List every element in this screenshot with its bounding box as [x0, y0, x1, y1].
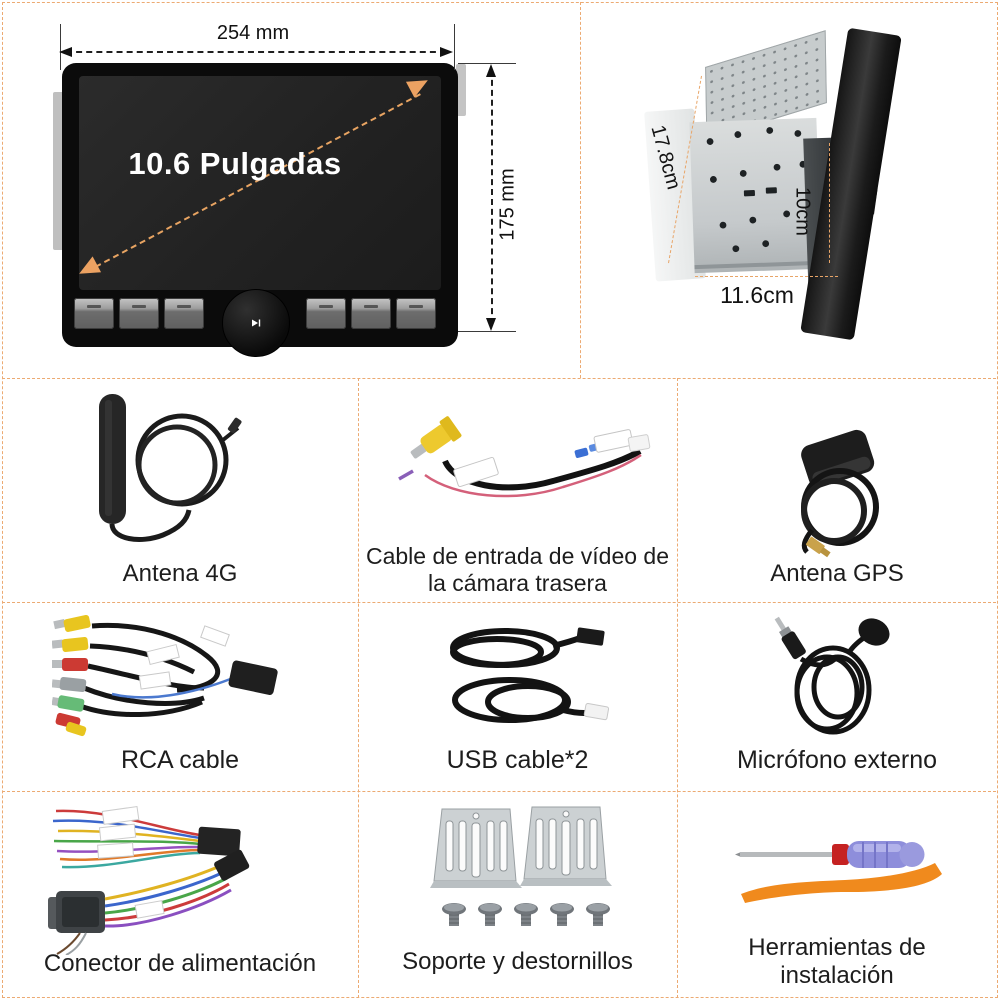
width-dimension-label: 254 mm — [216, 22, 290, 44]
accessory-label-antenna-4g: Antena 4G — [122, 560, 238, 587]
height-dimension-label: 175 mm — [496, 168, 519, 241]
height-dimension-line — [491, 70, 493, 324]
chassis-height-dimension-label: 10cm — [791, 187, 814, 236]
grid-column-divider-2 — [677, 378, 678, 998]
chassis-holes — [694, 127, 822, 270]
head-unit-screen — [79, 76, 441, 290]
accessory-label-gps-antenna: Antena GPS — [770, 560, 904, 587]
width-arrow-right-icon — [440, 47, 453, 57]
width-arrow-left-icon — [59, 47, 72, 57]
unit-button-3 — [164, 298, 204, 329]
grid-row-divider-1 — [2, 378, 996, 379]
antenna-4g-illustration — [99, 394, 242, 542]
grid-row-divider-3 — [2, 791, 996, 792]
mounting-tab-left — [53, 92, 64, 250]
volume-knob — [222, 289, 290, 357]
height-extension-line-bottom — [458, 331, 516, 332]
unit-button-6 — [396, 298, 436, 329]
rear-camera-video-cable-illustration — [398, 416, 651, 498]
height-extension-line-top — [458, 63, 516, 64]
accessory-label-rear-camera-video-cable: Cable de entrada de vídeo de la cámara t… — [365, 543, 670, 597]
chassis-width-dimension-line — [695, 276, 838, 277]
install-tools-illustration — [735, 841, 942, 903]
accessory-label-external-microphone: Micrófono externo — [736, 746, 938, 774]
accessory-label-usb-cable: USB cable*2 — [446, 746, 589, 774]
accessory-label-power-connector: Conector de alimentación — [43, 950, 317, 977]
grid-row-divider-2 — [2, 602, 996, 603]
height-arrow-up-icon — [486, 64, 496, 77]
chassis-width-dimension-label: 11.6cm — [720, 282, 794, 308]
unit-button-2 — [119, 298, 159, 329]
height-arrow-down-icon — [486, 318, 496, 331]
play-pause-icon — [252, 319, 261, 327]
width-dimension-line — [66, 51, 446, 53]
power-connector-illustration — [48, 805, 250, 955]
unit-button-5 — [351, 298, 391, 329]
grid-column-divider-1 — [358, 378, 359, 998]
rca-cable-illustration — [52, 614, 278, 737]
side-view-chassis — [689, 117, 822, 274]
bracket-screws-illustration — [430, 806, 612, 926]
grid-top-divider — [580, 2, 581, 378]
external-microphone-illustration — [774, 616, 890, 735]
usb-cable-illustration — [450, 627, 610, 723]
accessory-label-install-tools: Herramientas de instalación — [748, 934, 926, 990]
accessory-label-bracket-screws: Soporte y destornillos — [402, 948, 633, 975]
unit-button-4 — [306, 298, 346, 329]
unit-button-1 — [74, 298, 114, 329]
mounting-tab-right — [456, 64, 466, 116]
width-extension-line-right — [454, 24, 455, 70]
screen-size-label: 10.6 Pulgadas — [128, 146, 342, 181]
gps-antenna-illustration — [801, 429, 879, 558]
accessory-label-rca-cable: RCA cable — [120, 746, 240, 774]
chassis-height-dimension-line — [829, 143, 830, 263]
